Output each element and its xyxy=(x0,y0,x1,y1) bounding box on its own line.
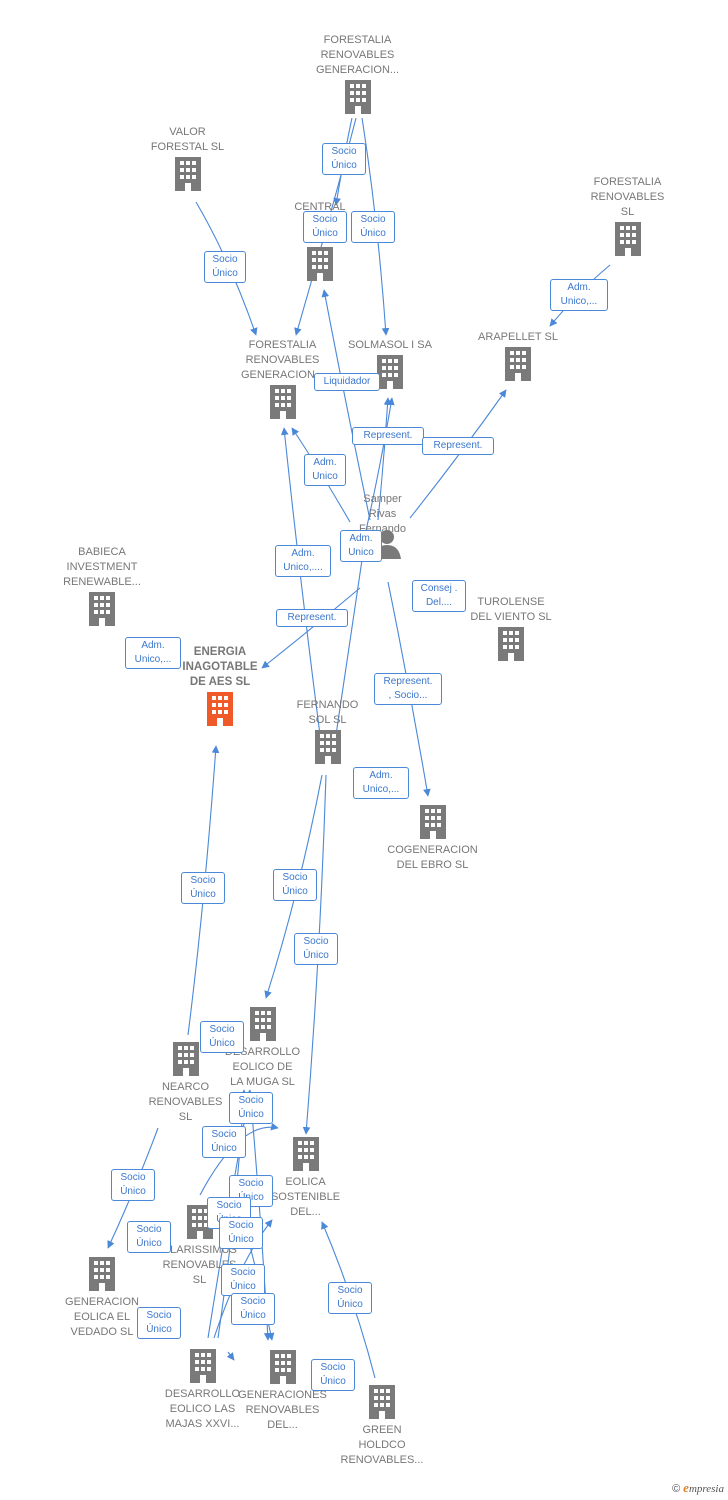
node-turolense-del-viento[interactable]: TUROLENSE DEL VIENTO SL xyxy=(458,595,564,661)
node-forestalia-generacion-mid[interactable]: FORESTALIA RENOVABLES GENERACION... xyxy=(225,338,340,419)
building-icon xyxy=(174,157,201,191)
relation-label[interactable]: Socio Único xyxy=(328,1282,372,1314)
building-icon xyxy=(614,222,641,256)
building-icon xyxy=(189,1349,216,1383)
relation-label[interactable]: Socio Único xyxy=(204,251,246,283)
node-valor-forestal[interactable]: VALOR FORESTAL SL xyxy=(140,125,235,191)
relation-label[interactable]: Socio Único xyxy=(127,1221,171,1253)
building-icon-focus xyxy=(207,692,233,726)
node-desarrollo-eolico-majas[interactable]: DESARROLLO EOLICO LAS MAJAS XXVI... xyxy=(155,1347,250,1432)
relation-label[interactable]: Represent. xyxy=(276,609,348,627)
node-forestalia-generacion-top[interactable]: FORESTALIA RENOVABLES GENERACION... xyxy=(300,33,415,114)
node-arapellet[interactable]: ARAPELLET SL xyxy=(468,330,568,381)
edge xyxy=(321,289,371,521)
relation-label[interactable]: Consej . Del.... xyxy=(412,580,466,612)
relation-label[interactable]: Socio Único xyxy=(229,1175,273,1207)
relation-label[interactable]: Adm. Unico,... xyxy=(550,279,608,311)
relation-label[interactable]: Adm. Unico,... xyxy=(353,767,409,799)
node-generacion-eolica-vedado[interactable]: GENERACION EOLICA EL VEDADO SL xyxy=(52,1255,152,1340)
building-icon xyxy=(314,730,341,764)
relation-label[interactable]: Adm. Unico xyxy=(340,530,382,562)
edge xyxy=(226,1351,235,1361)
relation-label[interactable]: Adm. Unico,... xyxy=(125,637,181,669)
relation-label[interactable]: Socio Único xyxy=(219,1217,263,1249)
relation-label[interactable]: Socio Único xyxy=(229,1092,273,1124)
relation-label[interactable]: Socio Único xyxy=(303,211,347,243)
relation-label[interactable]: Socio Único xyxy=(273,869,317,901)
relation-label[interactable]: Represent. xyxy=(352,427,424,445)
building-icon xyxy=(89,592,115,626)
relation-label[interactable]: Socio Único xyxy=(202,1126,246,1158)
copyright-symbol: © xyxy=(672,1483,681,1495)
building-icon xyxy=(269,1350,296,1384)
node-cogeneracion-del-ebro[interactable]: COGENERACION DEL EBRO SL xyxy=(375,803,490,873)
relation-label[interactable]: Socio Único xyxy=(181,872,225,904)
building-icon xyxy=(269,385,296,419)
relation-label[interactable]: Adm. Unico,.... xyxy=(275,545,331,577)
brand-logo-text: mpresia xyxy=(688,1483,724,1495)
building-icon xyxy=(172,1042,199,1076)
relation-label[interactable]: Socio Único xyxy=(351,211,395,243)
building-icon xyxy=(369,1385,395,1419)
edge xyxy=(261,587,361,669)
relation-label[interactable]: Liquidador xyxy=(314,373,380,391)
building-icon xyxy=(307,247,333,281)
relation-label[interactable]: Represent. , Socio... xyxy=(374,673,442,705)
relation-label[interactable]: Socio Único xyxy=(294,933,338,965)
relation-label[interactable]: Socio Único xyxy=(200,1021,244,1053)
edge xyxy=(377,397,392,521)
node-nearco-renovables[interactable]: NEARCO RENOVABLES SL xyxy=(138,1040,233,1125)
brand-logo-initial: e xyxy=(683,1480,689,1495)
relation-label[interactable]: Socio Único xyxy=(221,1264,265,1296)
relation-label[interactable]: Socio Único xyxy=(322,143,366,175)
node-fernando-sol[interactable]: FERNANDO SOL SL xyxy=(285,698,370,764)
relation-label[interactable]: Socio Único xyxy=(137,1307,181,1339)
relation-label[interactable]: Adm. Unico xyxy=(304,454,346,486)
edge xyxy=(280,427,321,736)
building-icon xyxy=(344,80,371,114)
building-icon xyxy=(249,1007,276,1041)
relation-label[interactable]: Socio Único xyxy=(111,1169,155,1201)
building-icon xyxy=(292,1137,319,1171)
building-icon xyxy=(89,1257,115,1291)
node-eolica-sostenible[interactable]: EOLICA SOSTENIBLE DEL... xyxy=(258,1135,353,1220)
relation-label[interactable]: Socio Único xyxy=(231,1293,275,1325)
node-energia-inagotable-focus[interactable]: ENERGIA INAGOTABLE DE AES SL xyxy=(170,645,270,726)
building-icon xyxy=(505,347,531,381)
building-icon xyxy=(419,805,446,839)
brand-footer: ©empresia xyxy=(672,1480,724,1496)
node-generaciones-renovables[interactable]: GENERACIONES RENOVABLES DEL... xyxy=(230,1348,335,1433)
node-babieca-investment[interactable]: BABIECA INVESTMENT RENEWABLE... xyxy=(52,545,152,626)
edge xyxy=(335,559,363,736)
building-icon xyxy=(377,355,403,389)
relation-label[interactable]: Represent. xyxy=(422,437,494,455)
building-icon xyxy=(498,627,524,661)
relation-label[interactable]: Socio Único xyxy=(311,1359,355,1391)
node-solmasol[interactable]: SOLMASOL I SA xyxy=(340,338,440,389)
node-green-holdco[interactable]: GREEN HOLDCO RENOVABLES... xyxy=(332,1383,432,1468)
node-forestalia-renovables-sl[interactable]: FORESTALIA RENOVABLES SL xyxy=(580,175,675,256)
